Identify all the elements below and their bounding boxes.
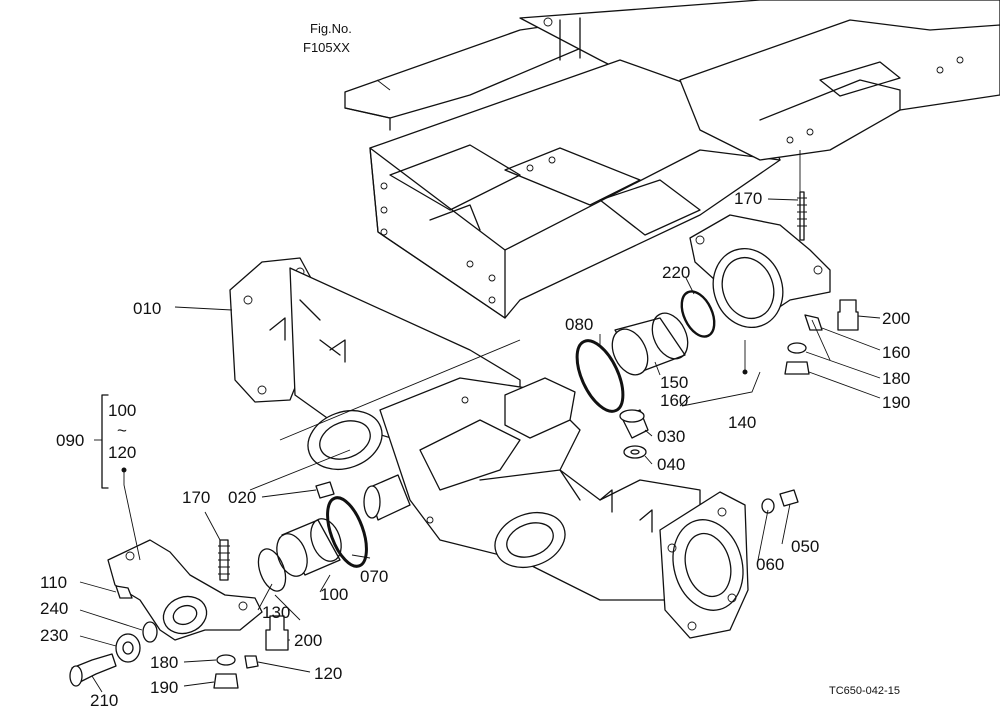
group-label-090: 090 bbox=[56, 431, 84, 450]
fig-ref-line1: Fig.No. bbox=[310, 21, 352, 36]
label-230: 230 bbox=[40, 626, 68, 645]
group-range-end: 120 bbox=[108, 443, 136, 462]
label-160-lower: 160 bbox=[660, 391, 688, 410]
label-130: 130 bbox=[262, 603, 290, 622]
label-140: 140 bbox=[728, 413, 756, 432]
assembly-guide-lines bbox=[121, 150, 831, 621]
label-070: 070 bbox=[360, 567, 388, 586]
part-number-labels: 010 020 030 040 050 060 070 080 100 110 … bbox=[40, 189, 910, 710]
label-200-upper: 200 bbox=[882, 309, 910, 328]
label-190-lower: 190 bbox=[150, 678, 178, 697]
label-170-lower: 170 bbox=[182, 488, 210, 507]
label-150: 150 bbox=[660, 373, 688, 392]
label-110: 110 bbox=[40, 573, 67, 592]
label-010: 010 bbox=[133, 299, 161, 318]
label-190-upper: 190 bbox=[882, 393, 910, 412]
rear-bracket-left bbox=[107, 539, 263, 641]
label-160-upper: 160 bbox=[882, 343, 910, 362]
label-100: 100 bbox=[320, 585, 348, 604]
group-label: 090 100 ~ 120 bbox=[56, 401, 136, 462]
label-030: 030 bbox=[657, 427, 685, 446]
leader-lines bbox=[79, 79, 881, 693]
label-240: 240 bbox=[40, 599, 68, 618]
label-220: 220 bbox=[662, 263, 690, 282]
label-060: 060 bbox=[756, 555, 784, 574]
front-axle-housing bbox=[229, 257, 749, 639]
frame-assembly bbox=[344, 0, 1000, 319]
label-120: 120 bbox=[314, 664, 342, 683]
small-parts bbox=[69, 290, 859, 689]
label-210: 210 bbox=[90, 691, 118, 710]
group-range-sep: ~ bbox=[117, 421, 127, 440]
label-180-lower: 180 bbox=[150, 653, 178, 672]
label-180-upper: 180 bbox=[882, 369, 910, 388]
label-050: 050 bbox=[791, 537, 819, 556]
label-170-upper: 170 bbox=[734, 189, 762, 208]
front-bracket-right bbox=[689, 191, 831, 328]
figure-reference: Fig.No. F105XX bbox=[303, 21, 352, 55]
label-020: 020 bbox=[228, 488, 256, 507]
drawing-code: TC650-042-15 bbox=[829, 685, 900, 697]
fig-ref-line2: F105XX bbox=[303, 40, 350, 55]
label-200-lower: 200 bbox=[294, 631, 322, 650]
group-range-start: 100 bbox=[108, 401, 136, 420]
label-040: 040 bbox=[657, 455, 685, 474]
label-080: 080 bbox=[565, 315, 593, 334]
